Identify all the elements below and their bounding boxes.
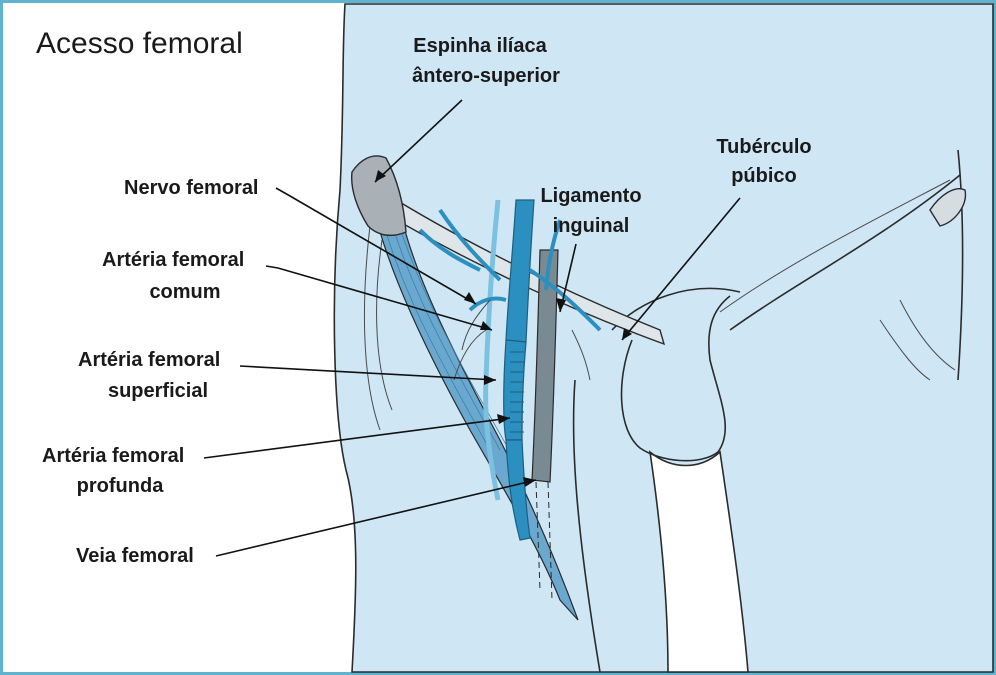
- label-profunda-line2: profunda: [77, 475, 165, 497]
- label-espinha-line2: ântero-superior: [412, 65, 560, 87]
- femoral-artery-superficial: [504, 340, 526, 440]
- label-superficial-line2: superficial: [108, 380, 208, 402]
- label-tuberculo-line1: Tubérculo: [716, 136, 811, 158]
- label-ligamento-line2: inguinal: [553, 215, 630, 237]
- label-nervo: Nervo femoral: [124, 177, 259, 199]
- label-comum-line2: comum: [149, 281, 220, 303]
- label-ligamento-line1: Ligamento: [540, 185, 641, 207]
- label-superficial-line1: Artéria femoral: [78, 349, 220, 371]
- label-comum-line1: Artéria femoral: [102, 249, 244, 271]
- figure-title: Acesso femoral: [36, 27, 243, 60]
- label-veia: Veia femoral: [76, 545, 194, 567]
- label-espinha-line1: Espinha ilíaca: [413, 35, 547, 57]
- label-tuberculo-line2: púbico: [731, 165, 797, 187]
- label-profunda-line1: Artéria femoral: [42, 445, 184, 467]
